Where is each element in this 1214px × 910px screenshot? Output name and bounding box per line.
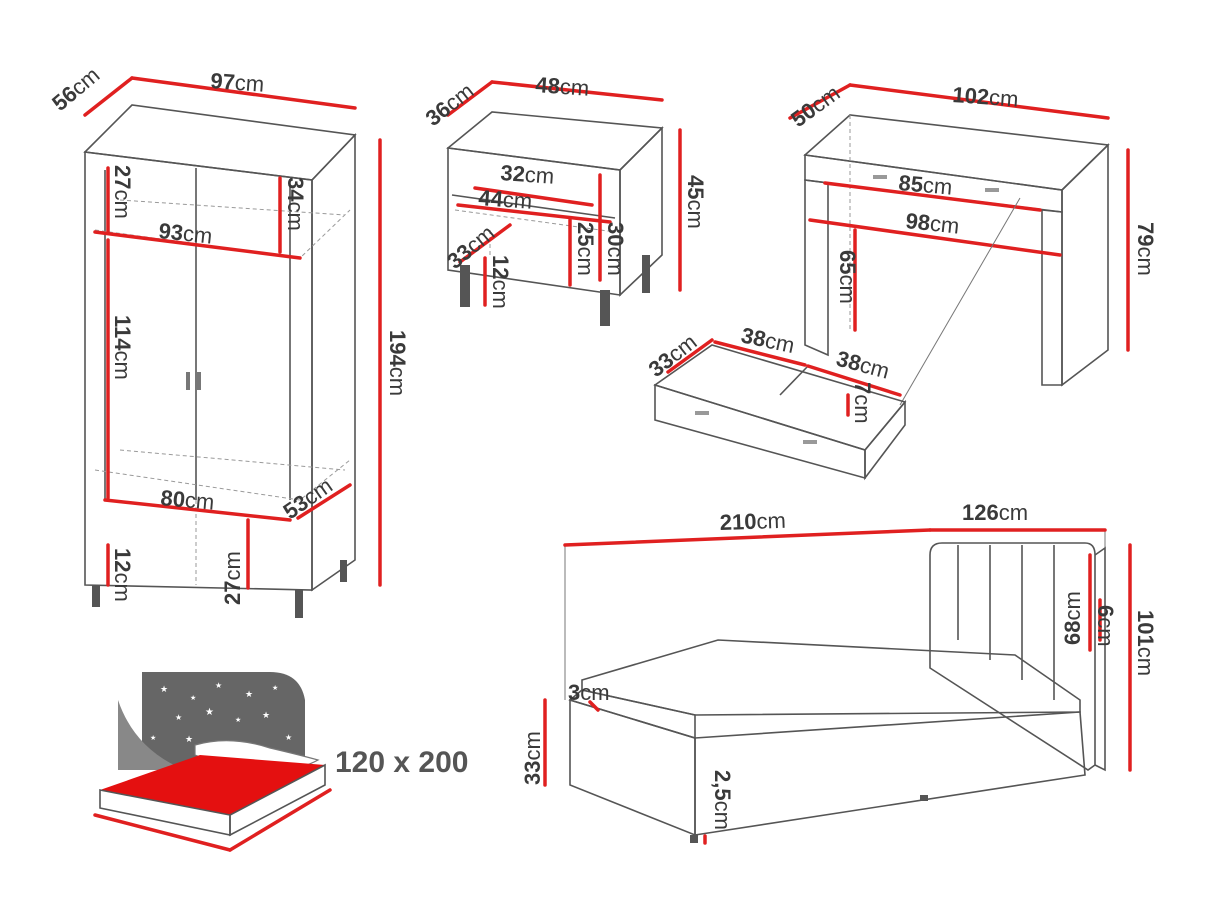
bed-height-label: 101cm xyxy=(1133,610,1158,676)
desk-labels: 50cm 102cm 85cm 98cm 65cm 79cm xyxy=(786,80,1158,304)
nightstand-inner-width-label: 44cm xyxy=(478,185,533,214)
mattress-icon: ★★ ★★ ★★ ★★ ★★ ★★ ★★ xyxy=(93,672,332,852)
bed-thickness-label: 6cm xyxy=(1093,605,1118,647)
wardrobe-bottom-width-line xyxy=(103,498,292,522)
desk-drawer-labels: 33cm 38cm 38cm 7cm xyxy=(644,322,892,423)
drawer-left-width-line xyxy=(713,340,807,367)
bed-width-label: 126cm xyxy=(962,500,1028,525)
wardrobe-width-line xyxy=(130,76,357,110)
desk-drawer-drawing xyxy=(653,338,907,481)
desk-drawing xyxy=(788,83,1130,406)
wardrobe-width-label: 97cm xyxy=(210,68,265,97)
nightstand-shelf-label: 25cm xyxy=(573,222,598,276)
bed-leg-label: 2,5cm xyxy=(710,770,735,830)
nightstand-depth-line xyxy=(446,80,494,117)
wardrobe-bottom-depth-label: 53cm xyxy=(279,473,337,524)
wardrobe-inner-width-label: 93cm xyxy=(157,218,213,248)
wardrobe-bottom-depth-line xyxy=(296,483,352,520)
desk-width-line xyxy=(848,83,1110,120)
nightstand-leg-label: 12cm xyxy=(488,255,513,309)
wardrobe-bottom-section-label: 27cm xyxy=(220,551,245,605)
svg-text:★: ★ xyxy=(185,734,193,744)
drawer-height-label: 7cm xyxy=(850,382,875,424)
desk-depth-line xyxy=(788,83,852,120)
nightstand-inner-depth-line xyxy=(458,223,512,264)
wardrobe-depth-line xyxy=(83,76,134,117)
svg-text:★: ★ xyxy=(262,710,270,720)
desk-knee-label: 65cm xyxy=(835,250,860,304)
wardrobe-bottom-width-label: 80cm xyxy=(160,485,216,515)
bed-length-line xyxy=(563,528,932,547)
wardrobe-height-label: 194cm xyxy=(385,330,410,396)
bed-frame-label: 33cm xyxy=(520,731,545,785)
svg-text:★: ★ xyxy=(272,684,278,692)
wardrobe-shelf-label: 27cm xyxy=(110,165,135,219)
desk-width-label: 102cm xyxy=(952,82,1020,112)
drawer-right-width-line xyxy=(806,364,902,397)
bed-labels: 210cm 126cm 68cm 6cm 101cm 3cm 33cm 2,5c… xyxy=(520,500,1158,830)
svg-text:★: ★ xyxy=(235,716,241,724)
wardrobe-top-label: 34cm xyxy=(283,177,308,231)
mattress-size-label: 120 x 200 xyxy=(335,746,468,779)
nightstand-width-label: 48cm xyxy=(535,72,590,101)
wardrobe-leg-label: 12cm xyxy=(110,548,135,602)
drawer-left-width-label: 38cm xyxy=(739,322,797,358)
nightstand-drawing xyxy=(446,80,682,326)
nightstand-drawer-label: 32cm xyxy=(500,160,555,189)
desk-inner-width-label: 98cm xyxy=(904,208,960,238)
desk-drawer-pointer xyxy=(899,197,1021,406)
nightstand-height-label: 45cm xyxy=(683,175,708,229)
bed-length-label: 210cm xyxy=(719,508,786,535)
wardrobe-inner-width-line xyxy=(93,230,302,260)
wardrobe-hanging-label: 114cm xyxy=(110,315,135,380)
drawer-depth-label: 33cm xyxy=(644,329,702,382)
bed-mattress-offset-line xyxy=(588,700,600,712)
desk-inner-width-line xyxy=(808,218,1062,257)
nightstand-drawer-height-label: 30cm xyxy=(603,222,628,276)
stars-icon: ★★ ★★ ★★ ★★ ★★ ★★ ★★ xyxy=(135,681,292,747)
desk-depth-label: 50cm xyxy=(786,80,844,132)
desk-height-label: 79cm xyxy=(1133,222,1158,276)
nightstand-drawer-line xyxy=(473,186,594,207)
nightstand-width-line xyxy=(490,80,664,102)
nightstand-inner-width-line xyxy=(456,203,612,224)
drawer-depth-line xyxy=(666,338,714,374)
wardrobe-drawing xyxy=(83,76,382,618)
bed-mattress-offset-label: 3cm xyxy=(568,680,610,705)
bed-drawing xyxy=(543,528,1132,845)
bed-headboard-label: 68cm xyxy=(1060,591,1085,645)
desk-drawer-line xyxy=(823,181,1042,212)
desk-drawer-label: 85cm xyxy=(898,170,954,200)
svg-text:★: ★ xyxy=(160,684,168,694)
drawer-right-width-label: 38cm xyxy=(834,346,892,384)
svg-text:★: ★ xyxy=(245,689,253,699)
svg-text:★: ★ xyxy=(175,713,182,722)
svg-text:★: ★ xyxy=(205,707,214,718)
nightstand-depth-label: 36cm xyxy=(421,78,479,131)
svg-text:★: ★ xyxy=(215,681,222,690)
svg-text:★: ★ xyxy=(135,719,141,727)
svg-text:★: ★ xyxy=(190,694,196,702)
svg-text:★: ★ xyxy=(285,733,292,742)
svg-text:★: ★ xyxy=(150,734,156,742)
